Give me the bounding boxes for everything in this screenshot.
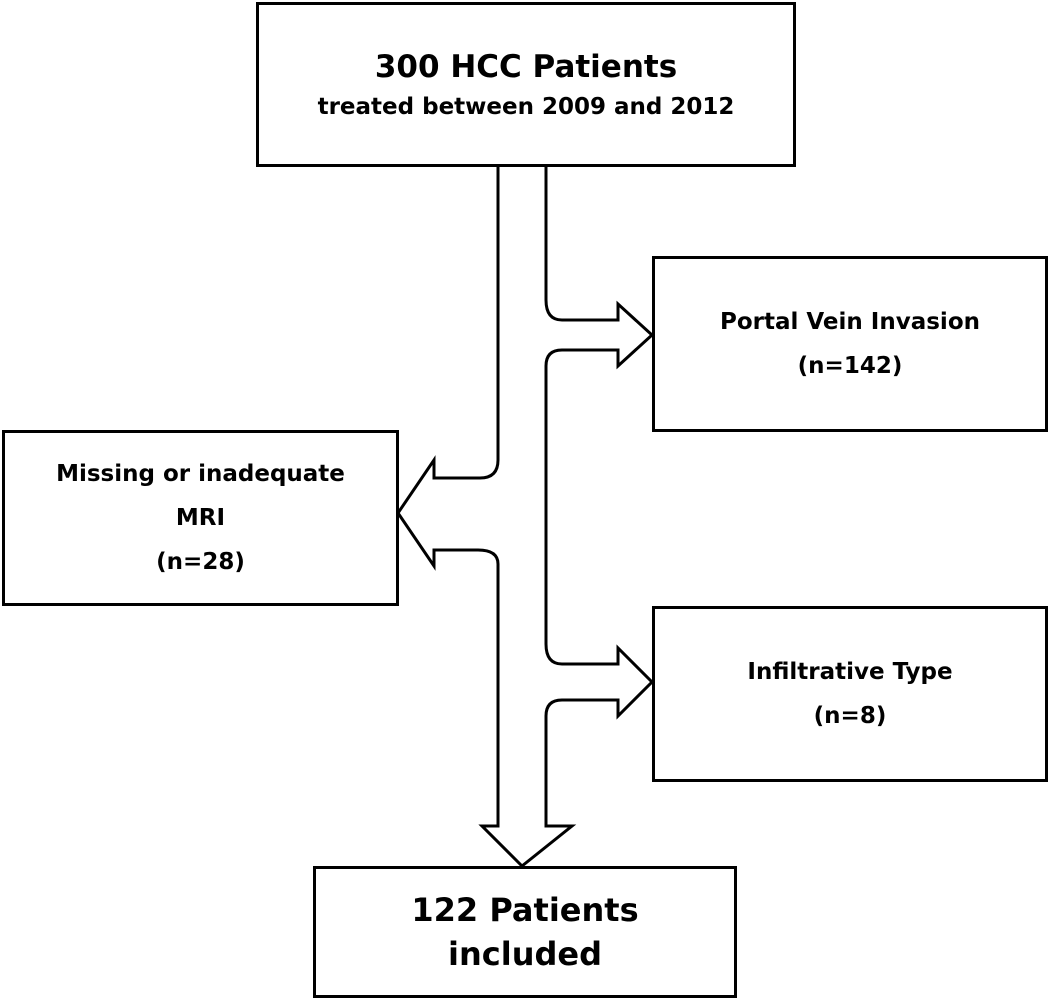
included-line2: included: [448, 935, 602, 973]
missing-mri-label-line1: Missing or inadequate: [56, 461, 345, 487]
infiltrative-type-label: Infiltrative Type: [747, 659, 953, 685]
missing-mri-box: Missing or inadequate MRI (n=28): [2, 430, 399, 606]
included-box: 122 Patients included: [313, 866, 737, 998]
portal-vein-invasion-label: Portal Vein Invasion: [719, 309, 980, 335]
infiltrative-type-box: Infiltrative Type (n=8): [652, 606, 1048, 782]
included-line1: 122 Patients: [411, 891, 639, 929]
missing-mri-count: (n=28): [156, 549, 245, 575]
portal-vein-invasion-box: Portal Vein Invasion (n=142): [652, 256, 1048, 432]
enrolled-box: 300 HCC Patients treated between 2009 an…: [256, 2, 796, 167]
infiltrative-type-count: (n=8): [813, 703, 887, 729]
portal-vein-invasion-count: (n=142): [797, 353, 903, 379]
enrolled-title: 300 HCC Patients: [374, 48, 678, 85]
enrolled-subtitle: treated between 2009 and 2012: [317, 93, 735, 120]
main-flow-arrow: [396, 167, 655, 869]
missing-mri-label-line2: MRI: [175, 505, 226, 531]
